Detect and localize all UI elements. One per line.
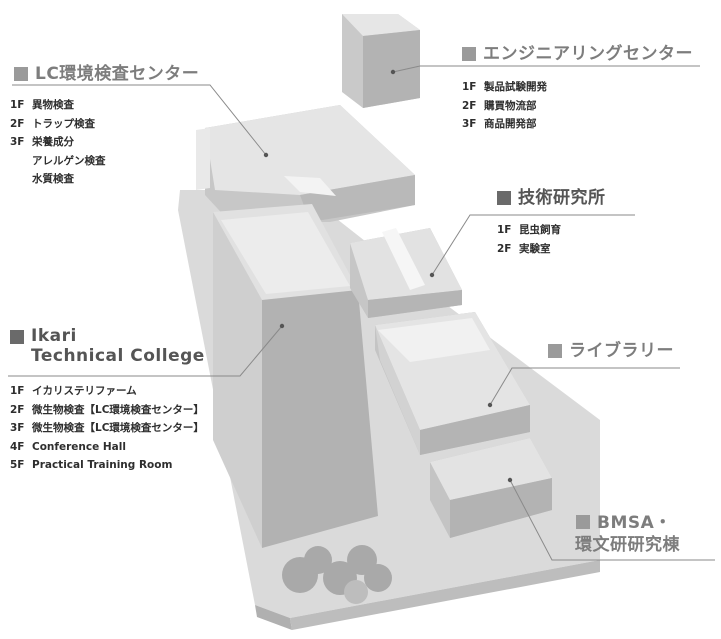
square-marker-icon xyxy=(462,47,476,61)
library-title: ライブラリー xyxy=(569,341,674,361)
leader-lines xyxy=(8,65,715,561)
engineering-center-title: エンジニアリングセンター xyxy=(483,44,693,64)
trees xyxy=(282,545,392,604)
tech-lab-title: 技術研究所 xyxy=(518,188,606,208)
square-marker-icon xyxy=(497,191,511,205)
lc-center-title: LC環境検査センター xyxy=(35,64,200,84)
building-ikari-technical-college xyxy=(213,204,378,548)
label-library: ライブラリー xyxy=(548,341,674,361)
ikari-title: Ikari Technical College xyxy=(31,326,205,366)
square-marker-icon xyxy=(576,515,590,529)
building-engineering-center xyxy=(342,14,420,108)
square-marker-icon xyxy=(14,67,28,81)
building-bmsa xyxy=(430,438,552,538)
building-tech-lab xyxy=(350,228,462,318)
leader-dots xyxy=(263,69,513,483)
floor-row: アレルゲン検査 xyxy=(32,154,106,167)
square-marker-icon xyxy=(10,330,24,344)
label-bmsa: BMSA・ 環文研研究棟 xyxy=(575,512,680,556)
floor-row: 水質検査 xyxy=(32,173,74,185)
bmsa-title: BMSA・ 環文研研究棟 xyxy=(575,513,680,555)
building-library xyxy=(375,312,530,455)
building-lc-center xyxy=(196,105,415,222)
square-marker-icon xyxy=(548,344,562,358)
